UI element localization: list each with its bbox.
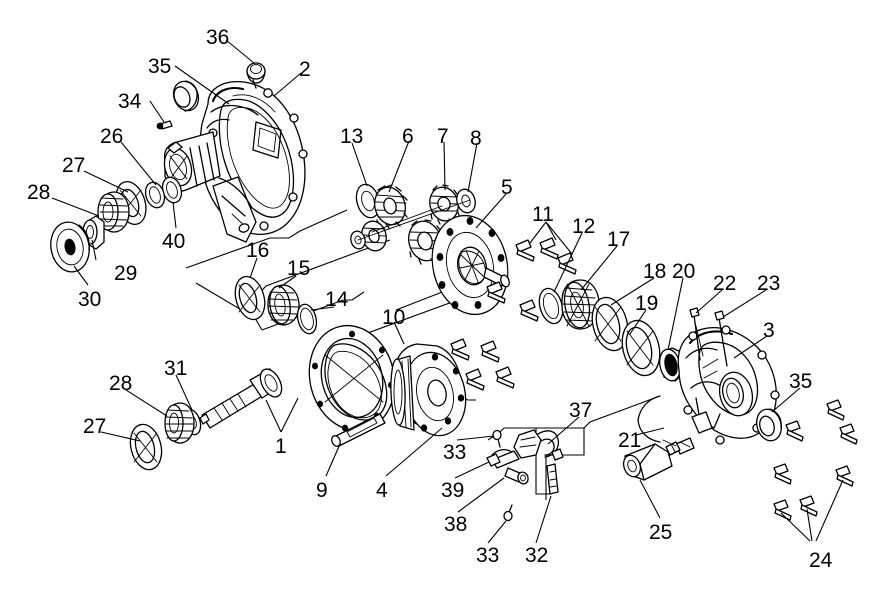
callout-28a: 28 <box>27 181 51 204</box>
callout-33a: 33 <box>443 441 467 464</box>
callout-19: 19 <box>635 292 659 315</box>
callout-30: 30 <box>78 288 102 311</box>
callout-32: 32 <box>525 544 549 567</box>
callout-17: 17 <box>607 228 631 251</box>
part-28b-tapered-roller-bearing <box>164 402 195 444</box>
part-26-spacer-ring <box>144 181 166 209</box>
callout-9: 9 <box>316 479 328 502</box>
callout-25: 25 <box>649 521 673 544</box>
part-5-ring-gear-flange <box>431 214 510 316</box>
callout-3: 3 <box>763 319 775 342</box>
part-13-thrust-washer-large <box>355 183 381 219</box>
part-19-bearing-cup-3 <box>621 319 661 377</box>
part-4-differential-case <box>390 343 467 437</box>
callout-8: 8 <box>470 127 482 150</box>
callout-34: 34 <box>118 90 142 113</box>
part-24-housing-bolts <box>773 399 858 542</box>
callout-7: 7 <box>437 125 449 148</box>
callout-21: 21 <box>618 429 642 452</box>
callout-36: 36 <box>206 26 230 49</box>
callout-39: 39 <box>441 479 465 502</box>
part-18-bearing-cup-2 <box>591 296 629 352</box>
callout-35a: 35 <box>148 55 172 78</box>
part-37-shift-fork <box>513 429 564 461</box>
part-7-pinion-gear <box>429 184 460 225</box>
callout-31: 31 <box>164 357 188 380</box>
part-33b-retaining-clip <box>503 504 513 522</box>
callout-16: 16 <box>246 239 270 262</box>
part-23-stud-pin-short <box>714 310 728 367</box>
callout-27a: 27 <box>62 154 86 177</box>
callout-1: 1 <box>275 435 287 458</box>
callout-26: 26 <box>100 125 124 148</box>
callout-11: 11 <box>532 203 554 226</box>
callout-4: 4 <box>376 479 388 502</box>
callout-5: 5 <box>501 176 513 199</box>
part-16-bearing-cup <box>234 275 266 321</box>
callout-40: 40 <box>162 230 186 253</box>
part-27b-bearing-cup <box>129 423 163 471</box>
part-36-breather-plug <box>246 62 266 84</box>
part-15-tapered-roller-bearing <box>267 284 300 326</box>
callout-10: 10 <box>382 306 406 329</box>
part-2-differential-housing-left <box>163 79 308 243</box>
part-39-shift-arm <box>486 448 520 469</box>
part-21-breather-hose <box>637 395 677 447</box>
part-22-stud-pin-long <box>689 307 704 361</box>
callout-leader-lines <box>51 39 801 544</box>
part-25-speed-sensor <box>622 441 681 481</box>
callout-35b: 35 <box>789 370 813 393</box>
part-34-dowel-pin <box>156 120 173 130</box>
part-12-shim-ring <box>538 287 564 325</box>
part-11-bolt-set <box>450 237 577 391</box>
part-14-o-ring <box>296 303 318 335</box>
part-30-companion-flange <box>50 221 90 273</box>
callout-33b: 33 <box>476 544 500 567</box>
callout-29: 29 <box>114 262 138 285</box>
callout-27b: 27 <box>83 415 107 438</box>
callout-12: 12 <box>572 215 596 238</box>
part-10-case-cover <box>308 324 396 432</box>
callout-6: 6 <box>402 125 414 148</box>
part-38-shift-lever <box>504 467 529 485</box>
part-32-actuator-rod <box>546 463 559 495</box>
part-1-pinion-shaft <box>199 368 283 429</box>
callout-23: 23 <box>757 272 781 295</box>
part-17-tapered-roller-bearing <box>561 279 600 330</box>
part-35a-oil-seal <box>172 80 200 112</box>
callout-13: 13 <box>340 125 364 148</box>
callout-20: 20 <box>672 260 696 283</box>
callout-28b: 28 <box>109 372 133 395</box>
callout-24: 24 <box>809 549 833 572</box>
callout-14: 14 <box>325 288 349 311</box>
callout-2: 2 <box>299 58 311 81</box>
callout-38: 38 <box>444 513 468 536</box>
part-33a-retaining-clip <box>492 429 502 448</box>
callout-15: 15 <box>287 257 311 280</box>
part-40-spacer-shim <box>161 176 183 204</box>
callout-18: 18 <box>643 260 667 283</box>
part-9-cross-pin <box>331 413 386 447</box>
callout-37: 37 <box>569 399 593 422</box>
callout-22: 22 <box>713 272 737 295</box>
part-35b-oil-seal <box>756 408 782 442</box>
